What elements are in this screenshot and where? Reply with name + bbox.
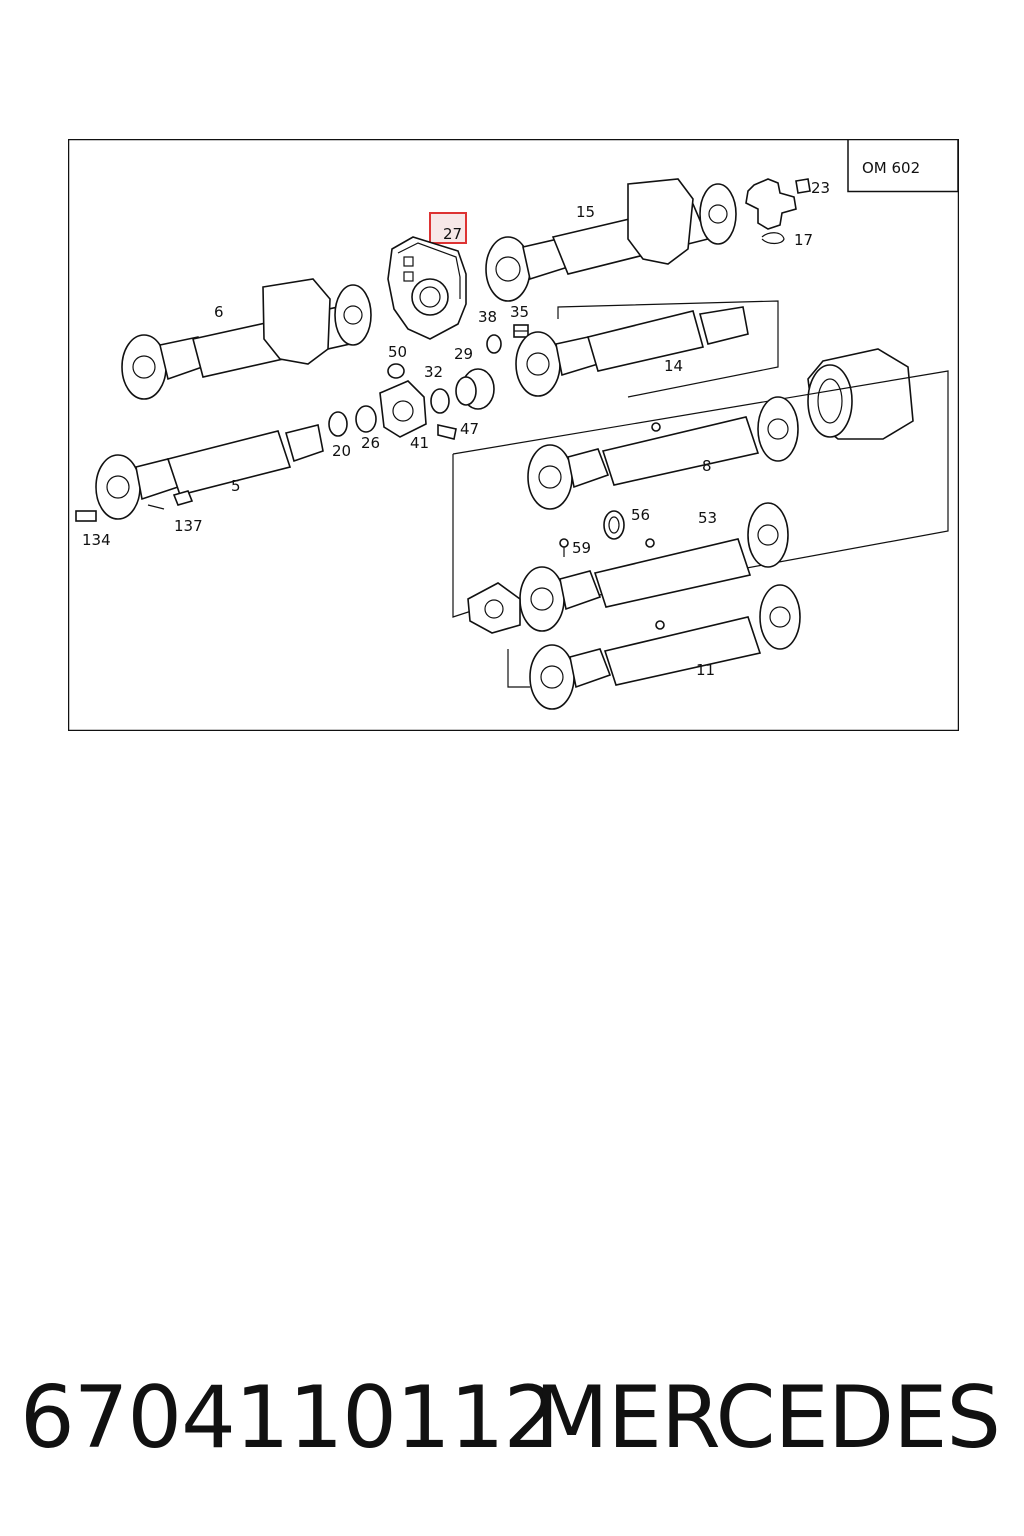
part-label[interactable]: 134 [82, 531, 111, 549]
part-label[interactable]: 137 [174, 517, 203, 535]
small-parts-upper [387, 324, 529, 414]
part-number: 6704110112 [20, 1368, 558, 1468]
part-label[interactable]: 8 [702, 457, 712, 475]
center-bearing-41 [328, 380, 457, 440]
footer: 6704110112 MERCEDES [0, 1368, 1024, 1468]
drive-shaft-15 [485, 178, 737, 302]
parts-diagram: OM 602 27 [68, 139, 959, 731]
part-label[interactable]: 15 [576, 203, 595, 221]
small-parts-lower [559, 510, 625, 557]
model-label: OM 602 [862, 159, 920, 177]
drive-shaft-11 [507, 584, 801, 710]
part-label[interactable]: 50 [388, 343, 407, 361]
part-label[interactable]: 6 [214, 303, 224, 321]
part-label[interactable]: 47 [460, 420, 479, 438]
part-label[interactable]: 5 [231, 477, 241, 495]
part-label[interactable]: 53 [698, 509, 717, 527]
drive-shaft-8 [527, 396, 799, 510]
part-label[interactable]: 56 [631, 506, 650, 524]
center-bearing-bracket [387, 236, 467, 340]
drive-shaft-5 [75, 424, 324, 522]
part-label[interactable]: 14 [664, 357, 683, 375]
highlight-box [429, 212, 467, 244]
universal-joint-cross [745, 178, 811, 245]
drive-shaft-53 [467, 502, 789, 634]
exploded-view-drawing: OM 602 27 [68, 139, 959, 731]
part-label[interactable]: 38 [478, 308, 497, 326]
part-label[interactable]: 32 [424, 363, 443, 381]
part-label[interactable]: 11 [696, 661, 715, 679]
model-box [847, 139, 959, 193]
part-label[interactable]: 59 [572, 539, 591, 557]
part-label[interactable]: 20 [332, 442, 351, 460]
drive-shaft-6 [121, 278, 372, 400]
part-label[interactable]: 23 [811, 179, 830, 197]
part-label[interactable]: 17 [794, 231, 813, 249]
part-label[interactable]: 35 [510, 303, 529, 321]
flexible-coupling-housing [807, 348, 914, 440]
highlighted-part-label[interactable]: 27 [443, 225, 462, 243]
drive-shaft-14 [515, 300, 779, 398]
part-label[interactable]: 41 [410, 434, 429, 452]
part-label[interactable]: 26 [361, 434, 380, 452]
brand-name: MERCEDES [534, 1368, 1001, 1468]
part-label[interactable]: 29 [454, 345, 473, 363]
